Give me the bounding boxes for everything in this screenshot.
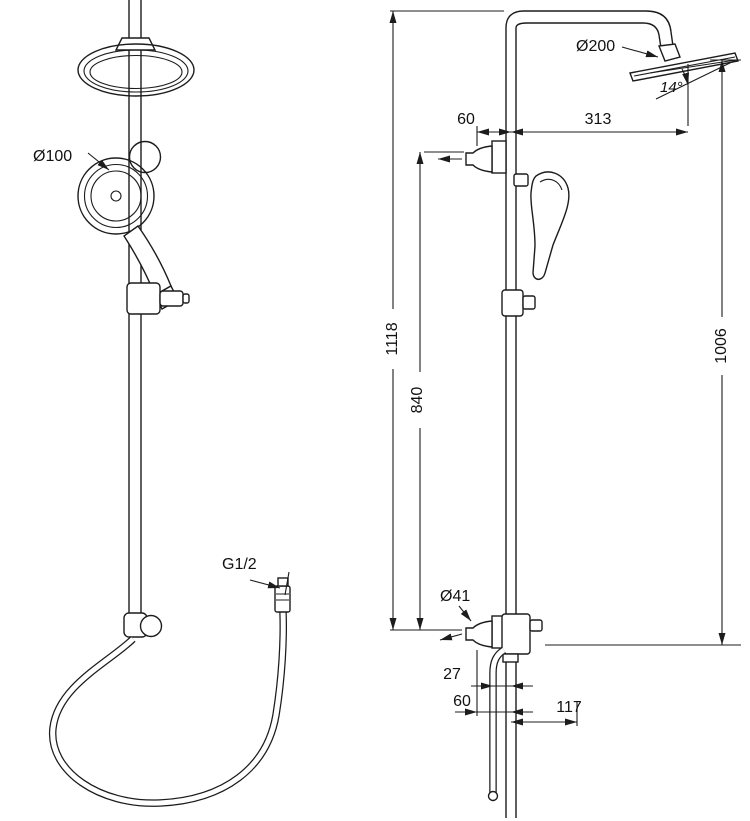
bottom-outlet-elbow xyxy=(439,615,507,649)
elbow-diameter-leader xyxy=(458,605,472,622)
head-tilt-angle-label: 14° xyxy=(660,79,683,96)
hose-thread-fitting xyxy=(274,577,291,613)
hand-shower-diameter-label: Ø100 xyxy=(33,148,72,165)
elbow-diameter-label: Ø41 xyxy=(440,588,470,605)
dim-1118-label: 1118 xyxy=(384,322,401,355)
hose-side xyxy=(487,646,507,802)
right-dimensioned-view: Ø200 14° 60 313 1118 840 1006 Ø41 27 60 … xyxy=(383,10,741,818)
hose-thread-label: G1/2 xyxy=(222,556,257,573)
rail-slider-side xyxy=(501,289,536,317)
head-diameter-leader xyxy=(621,46,659,58)
dim-313-label: 313 xyxy=(585,111,612,128)
dim-60-top-label: 60 xyxy=(457,111,475,128)
dim-1006-label: 1006 xyxy=(713,328,730,364)
holder-ring xyxy=(128,140,162,174)
hand-shower-diameter-leader xyxy=(87,152,110,171)
dimensions xyxy=(383,10,741,726)
dim-27-label: 27 xyxy=(443,666,461,683)
outlet-flow-arrow xyxy=(439,633,463,641)
hand-shower-side xyxy=(513,171,570,281)
hose-thread-leader xyxy=(249,579,281,589)
wall-inlet-union xyxy=(438,140,507,174)
hose-thread-tick xyxy=(284,571,290,596)
diverter-valve xyxy=(501,613,543,663)
overhead-shower-head xyxy=(77,37,195,97)
dim-60-bottom-label: 60 xyxy=(453,693,471,710)
left-pictorial-view: Ø100 G1/2 xyxy=(33,0,291,807)
head-diameter-label: Ø200 xyxy=(576,38,615,55)
bottom-elbow-fitting xyxy=(123,612,163,638)
dim-840-label: 840 xyxy=(409,387,426,414)
rail-slider-clamp xyxy=(126,282,190,315)
dim-117-label: 117 xyxy=(556,699,582,716)
shower-hose xyxy=(49,611,287,807)
